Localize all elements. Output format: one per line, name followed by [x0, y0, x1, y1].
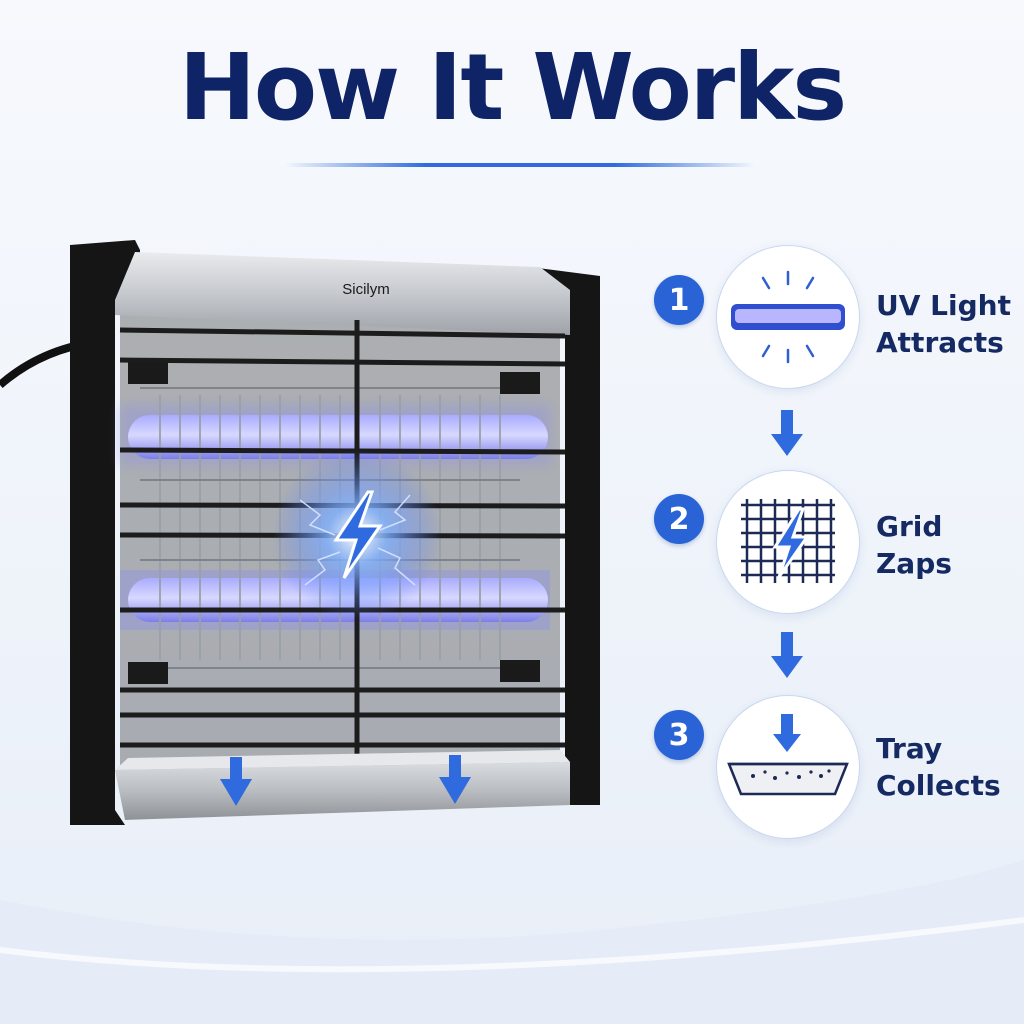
step-3-line-1: Tray — [876, 732, 943, 765]
step-2-circle — [716, 470, 860, 614]
step-2-label: Grid Zaps — [876, 508, 952, 582]
step-1-line-1: UV Light — [876, 289, 1011, 322]
top-metal-bar — [115, 252, 570, 335]
step-3-line-2: Collects — [876, 769, 1001, 802]
uv-light-icon — [731, 270, 845, 364]
step-1-badge: 1 — [654, 275, 704, 325]
tray-icon — [727, 714, 849, 796]
step-3-label: Tray Collects — [876, 730, 1001, 804]
tray-arrow-icon — [220, 755, 471, 806]
collection-tray — [115, 762, 570, 820]
grid-zap-icon — [741, 499, 835, 583]
left-frame-post — [70, 240, 140, 825]
step-1-label: UV Light Attracts — [876, 287, 1011, 361]
title-underline — [285, 163, 755, 167]
right-frame-post — [538, 268, 600, 805]
uv-tube-upper — [128, 415, 548, 459]
step-3-circle — [716, 695, 860, 839]
step-1-circle — [716, 245, 860, 389]
bug-zapper-device — [0, 240, 600, 825]
arrow-down-icon — [771, 410, 803, 456]
step-2-badge: 2 — [654, 494, 704, 544]
step-2-line-2: Zaps — [876, 547, 952, 580]
step-3-badge: 3 — [654, 710, 704, 760]
lightning-bolt-icon — [333, 490, 383, 579]
brand-label: Sicilym — [342, 281, 390, 298]
arrow-down-icon — [771, 632, 803, 678]
step-1-line-2: Attracts — [876, 326, 1004, 359]
step-2-line-1: Grid — [876, 510, 943, 543]
page-title: How It Works — [178, 34, 847, 141]
